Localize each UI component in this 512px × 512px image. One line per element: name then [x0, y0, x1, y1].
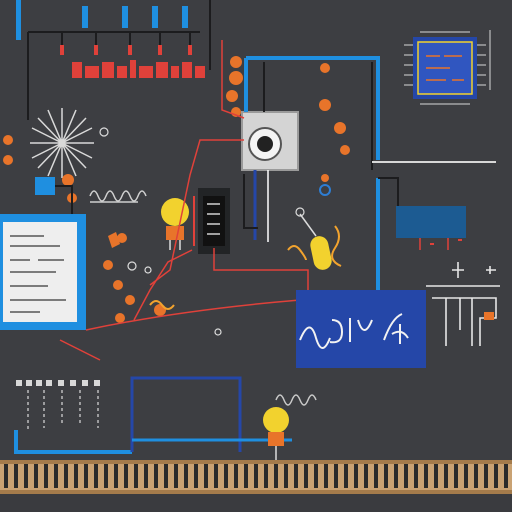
piano-key: [274, 464, 278, 488]
piano-key: [244, 464, 248, 488]
lower-lettering: [275, 394, 317, 406]
piano-key: [144, 464, 148, 488]
piano-key: [354, 464, 358, 488]
light-bulb-icon: [161, 198, 189, 250]
piano-key: [484, 464, 488, 488]
gear-wires: [243, 170, 269, 242]
piano-key: [474, 464, 478, 488]
top-red-ticks: [60, 45, 192, 55]
piano-key: [424, 464, 428, 488]
piano-key: [264, 464, 268, 488]
piano-key: [24, 464, 28, 488]
small-bulb-icon: [108, 232, 166, 316]
piano-key: [44, 464, 48, 488]
piano-key: [314, 464, 318, 488]
piano-key: [294, 464, 298, 488]
piano-key: [374, 464, 378, 488]
blue-square: [35, 177, 55, 195]
piano-keyboard-icon: [0, 460, 512, 494]
piano-key: [434, 464, 438, 488]
piano-key: [174, 464, 178, 488]
piano-key: [394, 464, 398, 488]
piano-key: [234, 464, 238, 488]
top-wires: [27, 0, 211, 120]
bottom-left-wiring: [14, 380, 132, 454]
piano-key: [384, 464, 388, 488]
microchip-icon: [193, 188, 230, 254]
top-blue-bars: [16, 0, 188, 40]
piano-key: [4, 464, 8, 488]
piano-key: [214, 464, 218, 488]
piano-key: [454, 464, 458, 488]
piano-key: [114, 464, 118, 488]
piano-key: [74, 464, 78, 488]
piano-key: [224, 464, 228, 488]
piano-key: [344, 464, 348, 488]
right-schematic: [426, 262, 500, 346]
piano-key: [164, 464, 168, 488]
piano-key: [414, 464, 418, 488]
piano-key: [194, 464, 198, 488]
gear-icon: [241, 111, 299, 171]
piano-key: [84, 464, 88, 488]
piano-key: [324, 464, 328, 488]
navy-display-panel: [296, 290, 426, 368]
piano-key: [54, 464, 58, 488]
piano-key: [104, 464, 108, 488]
piano-key: [254, 464, 258, 488]
small-rings: [99, 127, 305, 336]
piano-key: [444, 464, 448, 488]
piano-key: [14, 464, 18, 488]
piano-key: [94, 464, 98, 488]
yellow-capsule: [299, 213, 332, 270]
piano-key: [404, 464, 408, 488]
center-blue-frame: [244, 56, 380, 160]
left-info-card: [0, 214, 86, 330]
piano-key: [154, 464, 158, 488]
piano-key: [494, 464, 498, 488]
right-frame: [372, 161, 496, 290]
orange-wiggles: [149, 225, 342, 310]
lower-light-bulb-icon: [263, 407, 289, 462]
right-top-board: [404, 31, 486, 105]
piano-key: [64, 464, 68, 488]
orange-dots-left: [3, 56, 350, 323]
grey-lettering: [89, 190, 147, 203]
piano-key: [184, 464, 188, 488]
blue-ring: [319, 184, 331, 196]
piano-key: [34, 464, 38, 488]
piano-key: [134, 464, 138, 488]
right-blue-panel: [396, 206, 466, 250]
piano-key: [124, 464, 128, 488]
red-lettering-block: [72, 60, 205, 78]
piano-key: [284, 464, 288, 488]
piano-key: [364, 464, 368, 488]
piano-key: [504, 464, 508, 488]
piano-key: [464, 464, 468, 488]
fan-icon: [30, 108, 94, 178]
red-wires: [59, 40, 309, 361]
piano-key: [304, 464, 308, 488]
piano-key: [334, 464, 338, 488]
piano-key: [204, 464, 208, 488]
